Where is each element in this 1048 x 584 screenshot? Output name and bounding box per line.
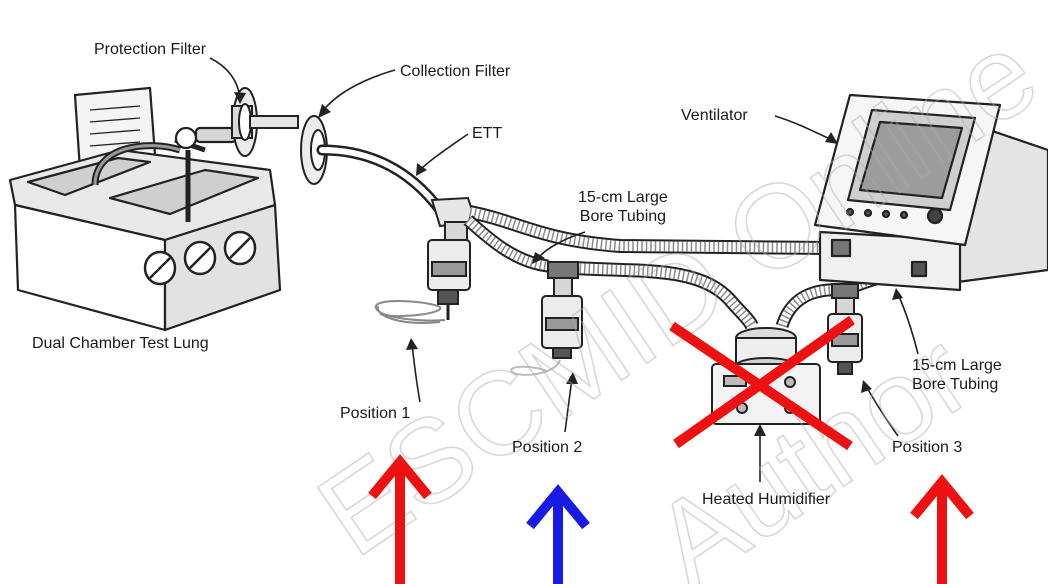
label-ett: ETT xyxy=(472,124,502,143)
leader-collection-filter xyxy=(322,70,395,112)
leader-ett xyxy=(420,134,468,170)
arrowhead-position-1 xyxy=(406,338,418,350)
arrowhead-collection-filter xyxy=(318,104,331,118)
label-large-bore-tubing-2: 15-cm Large Bore Tubing xyxy=(912,356,1002,394)
label-ventilator: Ventilator xyxy=(681,106,748,125)
blue-arrow-position-2 xyxy=(530,492,586,584)
label-heated-humidifier: Heated Humidifier xyxy=(702,490,830,509)
label-position-3: Position 3 xyxy=(892,438,962,457)
red-arrow-position-3 xyxy=(914,482,970,584)
label-dual-chamber-test-lung: Dual Chamber Test Lung xyxy=(32,334,209,353)
arrowhead-large-bore-2 xyxy=(892,288,903,300)
label-position-1: Position 1 xyxy=(340,404,410,423)
y-piece-connector xyxy=(428,198,476,320)
ett-tube xyxy=(322,150,440,210)
label-large-bore-tubing-1: 15-cm Large Bore Tubing xyxy=(578,188,668,226)
sampling-line-position-1 xyxy=(376,301,445,323)
label-protection-filter: Protection Filter xyxy=(94,40,206,59)
label-collection-filter: Collection Filter xyxy=(400,62,510,81)
leader-protection-filter xyxy=(210,58,240,98)
label-position-2: Position 2 xyxy=(512,438,582,457)
